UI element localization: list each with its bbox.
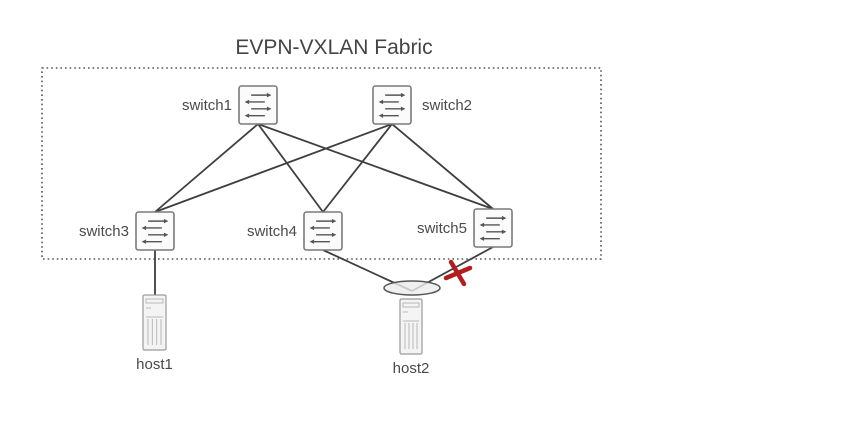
link-switch1-switch4 xyxy=(257,123,324,213)
node-host1[interactable]: host1 xyxy=(136,294,173,373)
link-switch2-switch5 xyxy=(391,123,494,210)
server-chassis xyxy=(142,294,167,351)
arrow-right-icon xyxy=(501,215,507,221)
arrow-right-icon xyxy=(163,232,169,237)
arrow-left-icon xyxy=(244,99,250,105)
link-switch2-switch3 xyxy=(154,123,393,213)
node-switch5[interactable]: switch5 xyxy=(417,208,513,248)
link-switch2-switch4 xyxy=(322,123,393,213)
server-icon xyxy=(142,294,167,351)
lag-bundle xyxy=(383,280,441,296)
switch-label: switch3 xyxy=(79,223,129,240)
arrow-left-icon xyxy=(378,113,384,118)
link-failure-x-icon xyxy=(443,259,473,287)
network-switch-icon xyxy=(372,85,412,125)
arrow-right-icon xyxy=(331,218,337,224)
arrow-right-icon xyxy=(501,229,507,234)
switch-frame xyxy=(372,85,412,125)
node-switch1[interactable]: switch1 xyxy=(182,85,278,125)
arrow-left-icon xyxy=(141,239,147,244)
switch-frame xyxy=(135,211,175,251)
switch-label: switch4 xyxy=(247,223,297,240)
arrow-right-icon xyxy=(400,106,406,111)
arrow-left-icon xyxy=(378,99,384,105)
link-switch1-switch3 xyxy=(154,123,259,213)
arrow-right-icon xyxy=(266,92,272,98)
switch-label: switch5 xyxy=(417,220,467,237)
arrow-right-icon xyxy=(163,218,169,224)
host-label: host1 xyxy=(136,356,173,373)
switch-frame xyxy=(473,208,513,248)
network-switch-icon xyxy=(238,85,278,125)
server-bay xyxy=(145,298,164,304)
node-host2[interactable]: host2 xyxy=(393,298,430,377)
arrow-right-icon xyxy=(400,92,406,98)
arrow-left-icon xyxy=(309,239,315,244)
arrow-left-icon xyxy=(479,222,485,228)
arrow-right-icon xyxy=(266,106,272,111)
diagram-title: EVPN-VXLAN Fabric xyxy=(235,36,432,59)
arrow-right-icon xyxy=(331,232,337,237)
switch-label: switch1 xyxy=(182,97,232,114)
arrow-left-icon xyxy=(479,236,485,241)
switch-label: switch2 xyxy=(422,97,472,114)
failure-stroke-2 xyxy=(443,265,473,281)
network-switch-icon xyxy=(473,208,513,248)
server-icon xyxy=(399,298,423,355)
switch-frame xyxy=(238,85,278,125)
node-switch3[interactable]: switch3 xyxy=(79,211,175,251)
arrow-left-icon xyxy=(141,225,147,231)
switch-frame xyxy=(303,211,343,251)
link-switch1-switch5 xyxy=(257,123,494,210)
arrow-left-icon xyxy=(244,113,250,118)
links-layer xyxy=(154,123,494,295)
fabric-boundary xyxy=(41,67,602,260)
host-label: host2 xyxy=(393,360,430,377)
server-bay xyxy=(402,302,420,308)
network-switch-icon xyxy=(135,211,175,251)
link-aggregation-ellipse-icon xyxy=(383,280,441,296)
node-switch4[interactable]: switch4 xyxy=(247,211,343,251)
link-aggregation-ellipse-fill xyxy=(384,281,440,295)
arrow-left-icon xyxy=(309,225,315,231)
node-switch2[interactable]: switch2 xyxy=(372,85,472,125)
network-switch-icon xyxy=(303,211,343,251)
nodes-layer: switch1 switch2 switch3 switch4 switch5 host1… xyxy=(79,85,513,377)
